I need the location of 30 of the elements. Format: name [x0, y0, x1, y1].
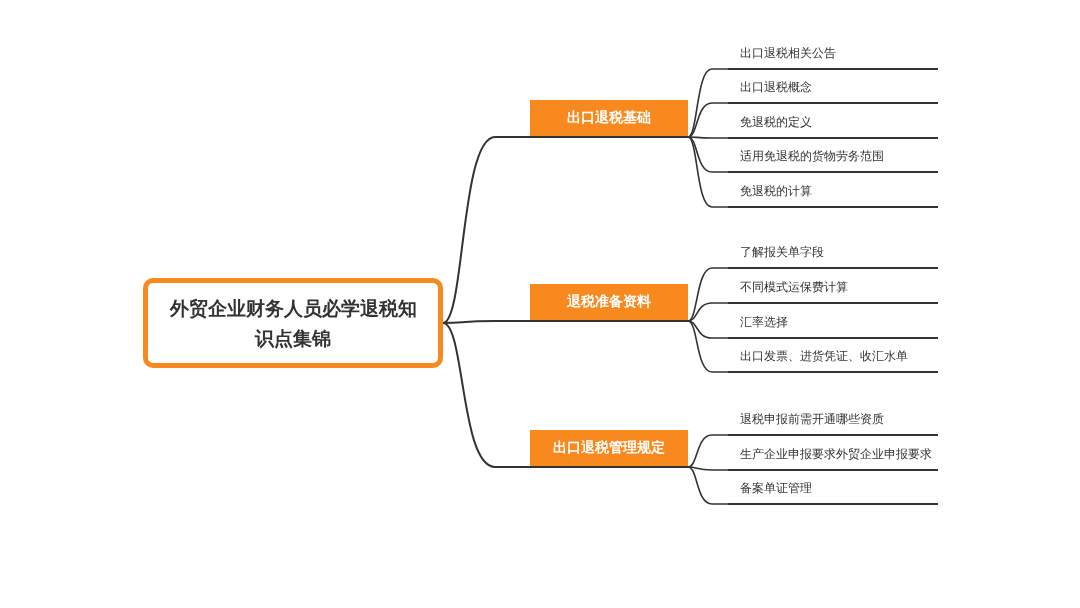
connector-line [442, 322, 531, 468]
topic-box: 外贸企业财务人员必学退税知识点集锦 [143, 278, 443, 368]
leaf-topic: 出口退税相关公告 [728, 39, 938, 70]
connector-line [687, 267, 729, 322]
leaf-topic: 备案单证管理 [728, 474, 938, 505]
connector-line [687, 466, 729, 471]
leaf-topic: 了解报关单字段 [728, 238, 938, 269]
leaf-topic: 出口退税概念 [728, 73, 938, 104]
connector-line [687, 68, 729, 138]
branch-box: 出口退税基础 [530, 100, 688, 138]
leaf-topic: 免退税的定义 [728, 108, 938, 139]
connector-line [687, 136, 729, 173]
connector-line [687, 320, 729, 373]
connector-line [687, 320, 729, 339]
leaf-topic: 不同模式运保费计算 [728, 273, 938, 304]
connector-line [687, 102, 729, 138]
connector-line [442, 136, 531, 324]
leaf-topic: 生产企业申报要求外贸企业申报要求 [728, 440, 938, 471]
leaf-topic: 汇率选择 [728, 308, 938, 339]
branch-box: 退税准备资料 [530, 284, 688, 322]
connector-line [687, 434, 729, 468]
connector-line [687, 466, 729, 505]
connector-line [687, 136, 729, 139]
leaf-topic: 适用免退税的货物劳务范围 [728, 142, 938, 173]
connector-line [687, 136, 729, 208]
leaf-topic: 出口发票、进货凭证、收汇水单 [728, 342, 938, 373]
leaf-topic: 退税申报前需开通哪些资质 [728, 405, 938, 436]
connector-line [687, 302, 729, 322]
branch-box: 出口退税管理规定 [530, 430, 688, 468]
leaf-topic: 免退税的计算 [728, 177, 938, 208]
